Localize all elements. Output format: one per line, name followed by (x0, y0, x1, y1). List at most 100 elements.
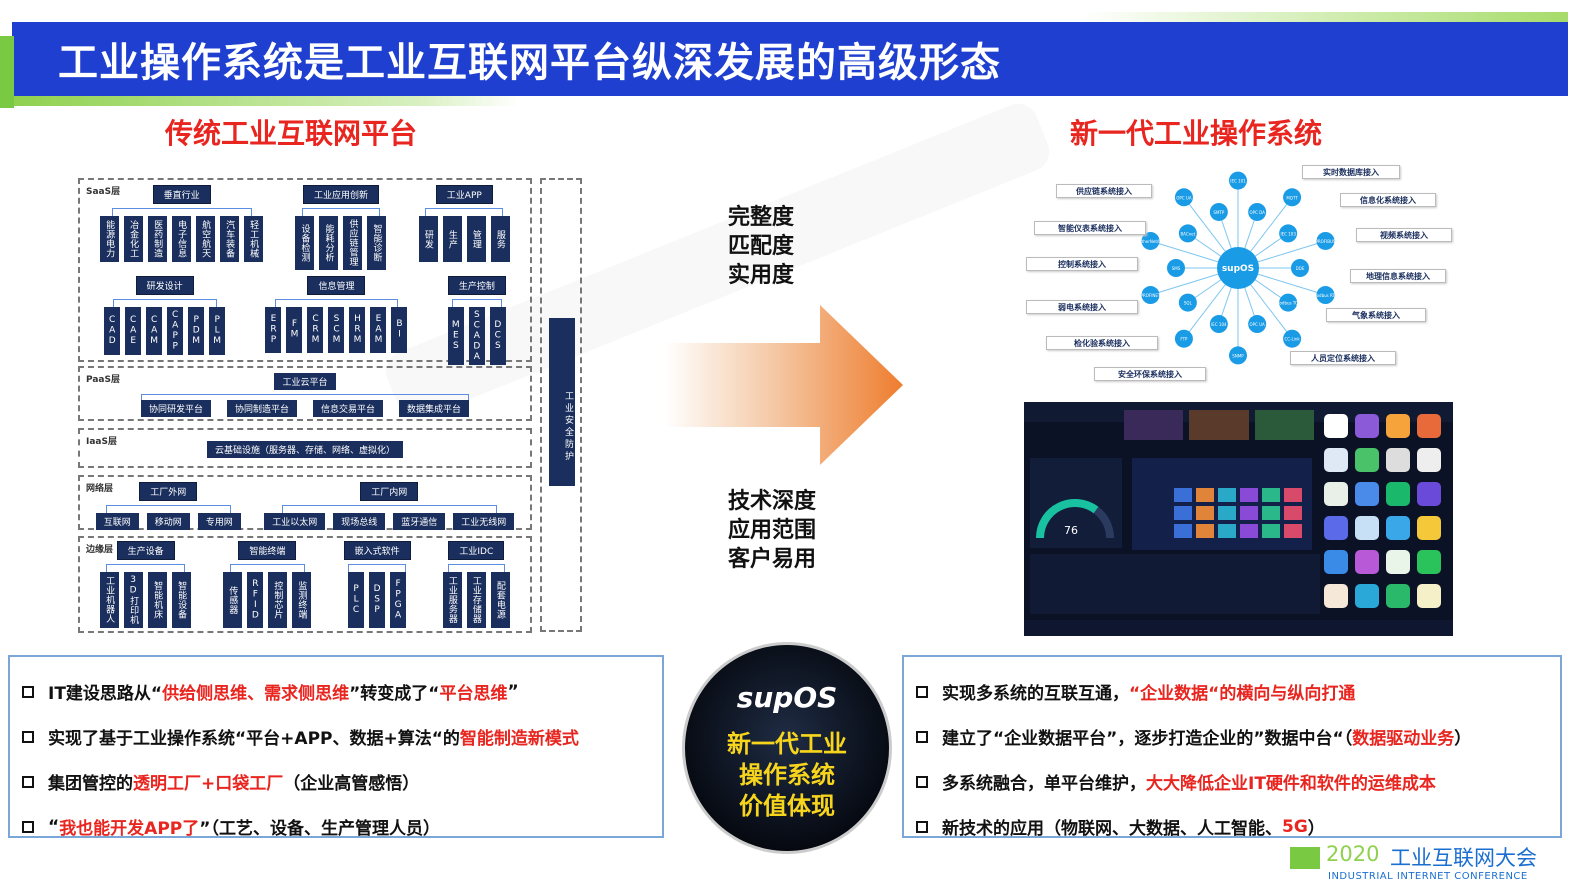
app-icon (1417, 584, 1441, 608)
supos-value-badge: supOS 新一代工业操作系统价值体现 (682, 642, 892, 854)
protocol-node (1283, 329, 1302, 348)
dashboard-tile (1240, 488, 1258, 502)
group-header: 信息管理 (307, 275, 366, 295)
connector (112, 298, 217, 307)
protocol-node (1279, 224, 1298, 243)
protocol-node (1248, 202, 1267, 221)
diagram-node: CAE (125, 306, 142, 355)
bullet-text: 实现多系统的互联互通， (942, 684, 1129, 704)
app-icon (1386, 584, 1410, 608)
accent-stripe (0, 36, 14, 108)
checkbox-square-icon (916, 685, 928, 698)
diagram-node: 工业服务器 (442, 572, 462, 628)
bullet-text: 5G (1282, 816, 1308, 837)
diagram-node: 轻工机械 (244, 216, 264, 262)
bullet-text: 我也能开发APP了 (59, 819, 200, 839)
protocol-label: EtherNet/IP (1139, 239, 1162, 244)
diagram-node: 专用网 (197, 513, 241, 530)
integration-label: 视频系统接入 (1356, 228, 1452, 242)
dashboard-tile (1262, 488, 1280, 502)
group-header: 生产设备 (116, 541, 175, 560)
protocol-label: PROFINET (1141, 293, 1161, 298)
dashboard-tile (1240, 524, 1258, 538)
protocol-node (1141, 231, 1160, 250)
app-icon (1355, 482, 1379, 506)
diagram-node: 工业机器人 (100, 572, 120, 628)
quality-label: 完整度 (728, 205, 795, 230)
badge-line: 操作系统 (739, 761, 835, 789)
diagram-group: 工厂内网工业以太网现场总线蓝牙通信工业无线网 (264, 482, 515, 530)
bullet-item: 集团管控的透明工厂+口袋工厂（企业高管感悟） (22, 769, 419, 794)
diagram-node: 数据集成平台 (399, 400, 470, 417)
quality-label: 应用范围 (728, 518, 817, 543)
bullet-text: ” (507, 681, 519, 702)
layer-label: 边缘层 (86, 545, 114, 555)
diagram-group: 垂直行业能源电力冶金化工医药制造电子信息航空航天汽车装备轻工机械 (100, 185, 264, 262)
logo-year: 2020 (1326, 842, 1380, 866)
diagram-node: RFID (247, 572, 264, 628)
connector (425, 208, 504, 216)
dashboard-tile (1218, 506, 1236, 520)
diagram-node: 医药制造 (148, 216, 168, 262)
dashboard-tile (1196, 524, 1214, 538)
app-icon (1355, 584, 1379, 608)
bullet-item: “我也能开发APP了”（工艺、设备、生产管理人员） (22, 814, 440, 839)
protocol-node (1174, 188, 1193, 207)
diagram-node: 控制芯片 (268, 572, 288, 628)
diagram-node: 智能设备 (172, 572, 192, 628)
app-icon (1324, 584, 1348, 608)
left-heading: 传统工业互联网平台 (165, 117, 418, 150)
dashboard-tile (1284, 488, 1302, 502)
dashboard-tile (1174, 488, 1192, 502)
bullet-item: IT建设思路从“供给侧思维、需求侧思维”转变成了“平台思维” (22, 679, 519, 704)
connector (451, 298, 502, 307)
protocol-label: FTP (1180, 337, 1188, 342)
iaas-item: 云基础设施（服务器、存储、网络、虚拟化） (206, 441, 403, 458)
conference-logo: 2020 工业互联网大会 INDUSTRIAL INTERNET CONFERE… (1290, 842, 1560, 886)
integration-label: 气象系统接入 (1326, 308, 1426, 322)
dashboard-tile (1174, 524, 1192, 538)
bullet-text: 智能制造新模式 (459, 729, 579, 749)
diagram-node: 能源电力 (100, 216, 120, 262)
layer-label: PaaS层 (86, 375, 120, 385)
gauge (1036, 499, 1114, 539)
connector (301, 208, 381, 216)
layer-label: 网络层 (86, 484, 114, 494)
diagram-node: 冶金化工 (124, 216, 144, 262)
checkbox-square-icon (916, 820, 928, 833)
app-icon (1417, 550, 1441, 574)
diagram-node: BI (391, 306, 408, 353)
dashboard-tile (1218, 524, 1236, 538)
dashboard-tile (1262, 524, 1280, 538)
diagram-node: FPGA (390, 572, 407, 628)
app-icon (1417, 414, 1441, 438)
quality-label: 客户易用 (728, 547, 817, 572)
integration-label: 供应链系统接入 (1056, 184, 1152, 198)
protocol-label: IEC 101 (1230, 179, 1246, 184)
diagram-node: CAPP (167, 306, 184, 355)
dashboard-tile (1262, 506, 1280, 520)
bullet-text: 透明工厂+口袋工厂 (133, 774, 284, 794)
bullet-item: 多系统融合，单平台维护，大大降低企业IT硬件和软件的运维成本 (916, 769, 1436, 794)
paas-root: 工业云平台 (274, 373, 336, 390)
protocol-label: OPC DA (1249, 210, 1265, 215)
protocol-label: SMTP (1213, 210, 1224, 215)
diagram-node: 服务 (490, 216, 510, 262)
dashboard-tile (1196, 506, 1214, 520)
logo-en: INDUSTRIAL INTERNET CONFERENCE (1328, 871, 1528, 882)
integration-label: 地理信息系统接入 (1350, 269, 1446, 283)
checkbox-square-icon (22, 730, 34, 743)
bullet-text: “企业数据“的横向与纵向打通 (1129, 684, 1356, 704)
bullet-item: 实现了基于工业操作系统“平台+APP、数据+算法“的智能制造新模式 (22, 724, 579, 749)
protocol-node (1316, 286, 1335, 305)
group-children: 工业以太网现场总线蓝牙通信工业无线网 (264, 513, 515, 530)
protocol-label: BACnet (1180, 231, 1195, 236)
group-header: 生产控制 (447, 275, 506, 295)
diagram-node: 3D打印机 (124, 572, 144, 628)
diagram-node: DCS (489, 306, 506, 365)
diagram-node: 工业无线网 (453, 513, 515, 530)
iaas-layer: IaaS层 云基础设施（服务器、存储、网络、虚拟化） (78, 428, 532, 468)
